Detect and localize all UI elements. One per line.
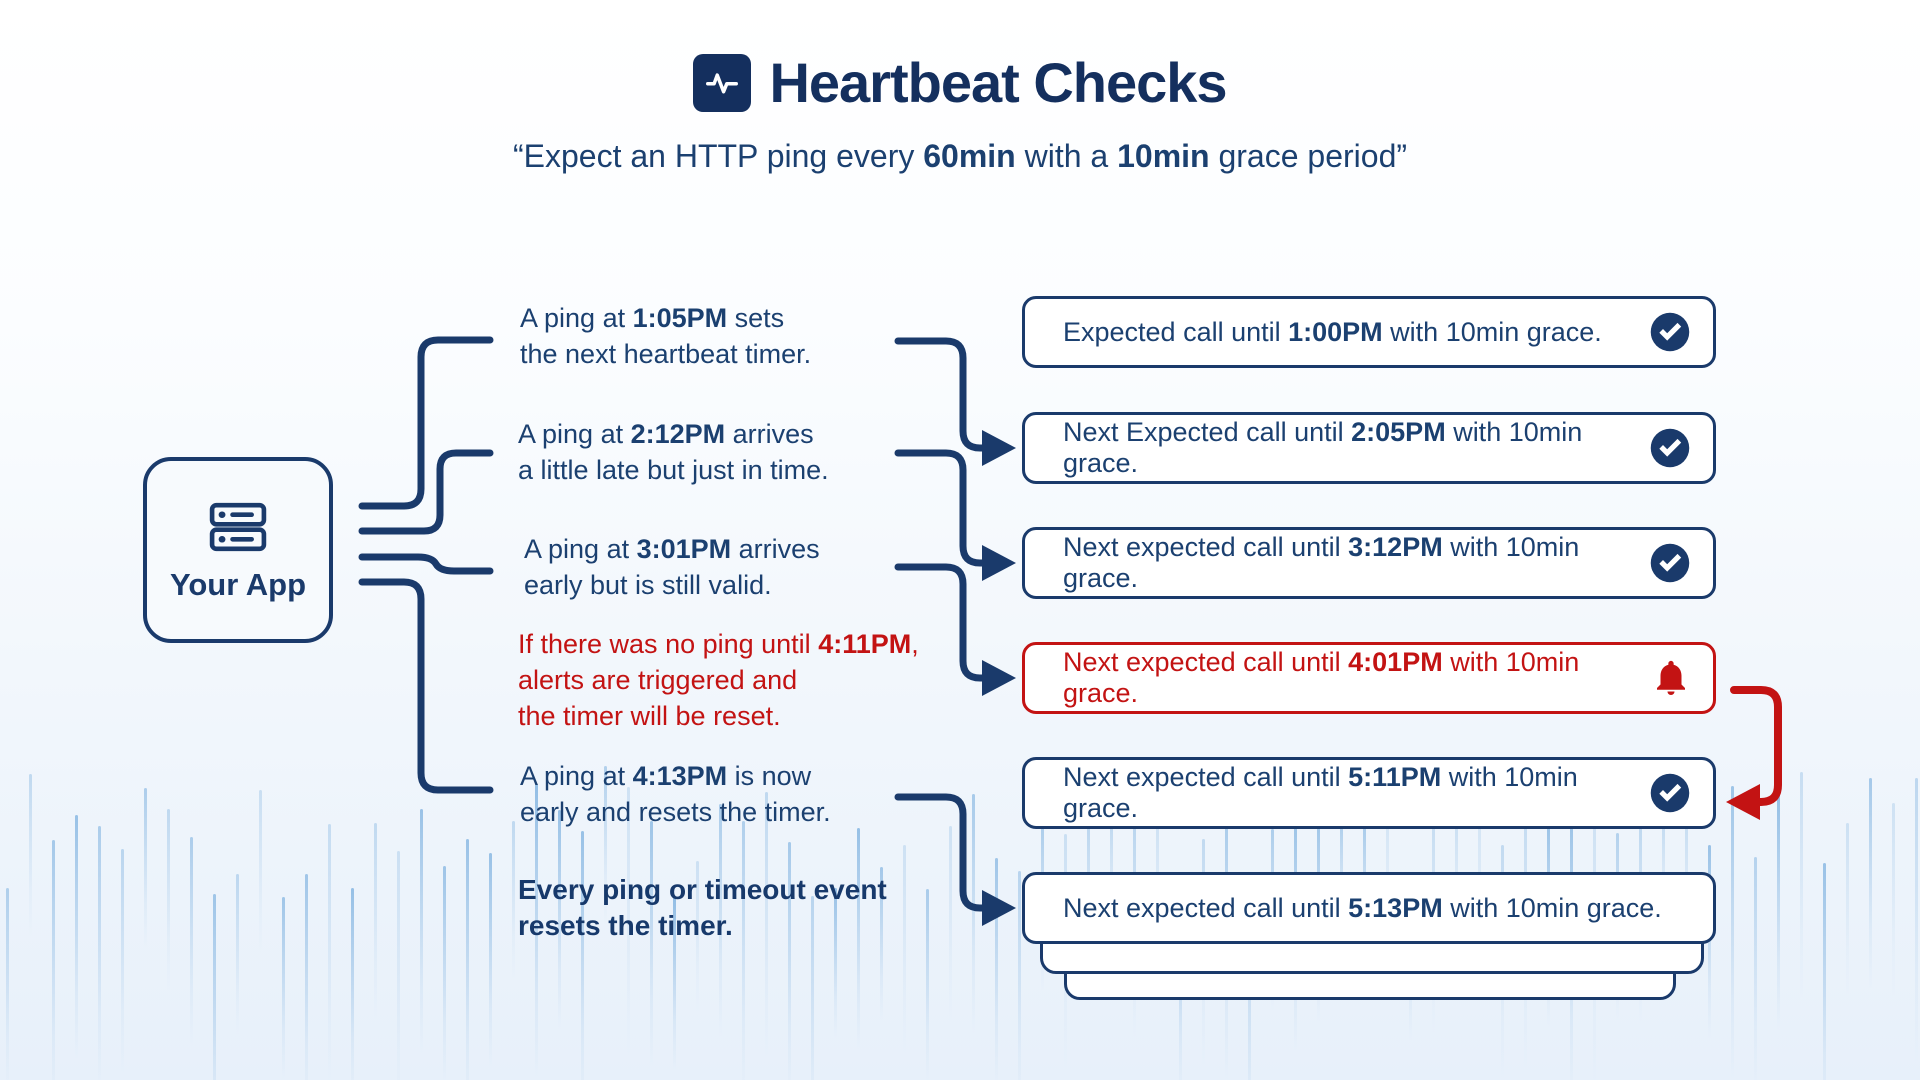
note-timeout-4-11pm: If there was no ping until 4:11PM, alert… bbox=[518, 629, 919, 731]
arrowhead-box4 bbox=[982, 660, 1016, 696]
alert-bell-icon bbox=[1651, 658, 1691, 698]
status-box-1-00pm: Expected call until 1:00PM with 10min gr… bbox=[1022, 296, 1716, 368]
status-box-5-11pm: Next expected call until 5:11PM with 10m… bbox=[1022, 757, 1716, 829]
status-box-2-05pm: Next Expected call until 2:05PM with 10m… bbox=[1022, 412, 1716, 484]
server-icon bbox=[205, 497, 271, 557]
status-text: Next Expected call until 2:05PM with 10m… bbox=[1063, 417, 1583, 478]
connector-app-to-note5 bbox=[358, 578, 494, 794]
note-ping-1-05pm: A ping at 1:05PM sets the next heartbeat… bbox=[520, 303, 812, 369]
note-ping-4-13pm: A ping at 4:13PM is now early and resets… bbox=[520, 761, 831, 827]
status-text: Next expected call until 5:11PM with 10m… bbox=[1063, 762, 1578, 823]
page-title: Heartbeat Checks bbox=[769, 51, 1227, 114]
app-label: Your App bbox=[169, 567, 307, 602]
status-box-5-13pm: Next expected call until 5:13PM with 10m… bbox=[1022, 872, 1716, 944]
connector-app-to-note2 bbox=[358, 449, 494, 535]
note-ping-2-12pm: A ping at 2:12PM arrives a little late b… bbox=[518, 419, 829, 485]
app-node: Your App bbox=[143, 457, 333, 643]
connector-app-to-note3 bbox=[358, 553, 494, 575]
header: Heartbeat Checks bbox=[0, 50, 1920, 115]
connector-note3-to-box4 bbox=[894, 563, 988, 682]
red-reset-arrowhead bbox=[1726, 784, 1760, 820]
status-box-3-12pm: Next expected call until 3:12PM with 10m… bbox=[1022, 527, 1716, 599]
check-circle-icon bbox=[1649, 311, 1691, 353]
status-text: Next expected call until 4:01PM with 10m… bbox=[1063, 647, 1580, 708]
note-footer-reset-rule: Every ping or timeout event resets the t… bbox=[518, 874, 887, 941]
red-reset-arrow bbox=[1730, 686, 1782, 806]
connector-app-to-note1 bbox=[358, 336, 494, 510]
arrowhead-box6 bbox=[982, 890, 1016, 926]
page-subtitle: “Expect an HTTP ping every 60min with a … bbox=[512, 138, 1408, 174]
heartbeat-pulse-icon bbox=[693, 53, 752, 112]
connector-note2-to-box3 bbox=[894, 449, 988, 567]
status-text: Next expected call until 5:13PM with 10m… bbox=[1063, 892, 1662, 923]
check-circle-icon bbox=[1649, 427, 1691, 469]
connector-note5-to-box6 bbox=[894, 793, 988, 912]
arrowhead-box2 bbox=[982, 430, 1016, 466]
status-text: Expected call until 1:00PM with 10min gr… bbox=[1063, 316, 1602, 347]
status-text: Next expected call until 3:12PM with 10m… bbox=[1063, 532, 1580, 593]
connector-note1-to-box2 bbox=[894, 337, 988, 452]
arrowhead-box3 bbox=[982, 545, 1016, 581]
check-circle-icon bbox=[1649, 772, 1691, 814]
note-ping-3-01pm: A ping at 3:01PM arrives early but is st… bbox=[524, 534, 820, 600]
status-box-4-01pm-alert: Next expected call until 4:01PM with 10m… bbox=[1022, 642, 1716, 714]
check-circle-icon bbox=[1649, 542, 1691, 584]
